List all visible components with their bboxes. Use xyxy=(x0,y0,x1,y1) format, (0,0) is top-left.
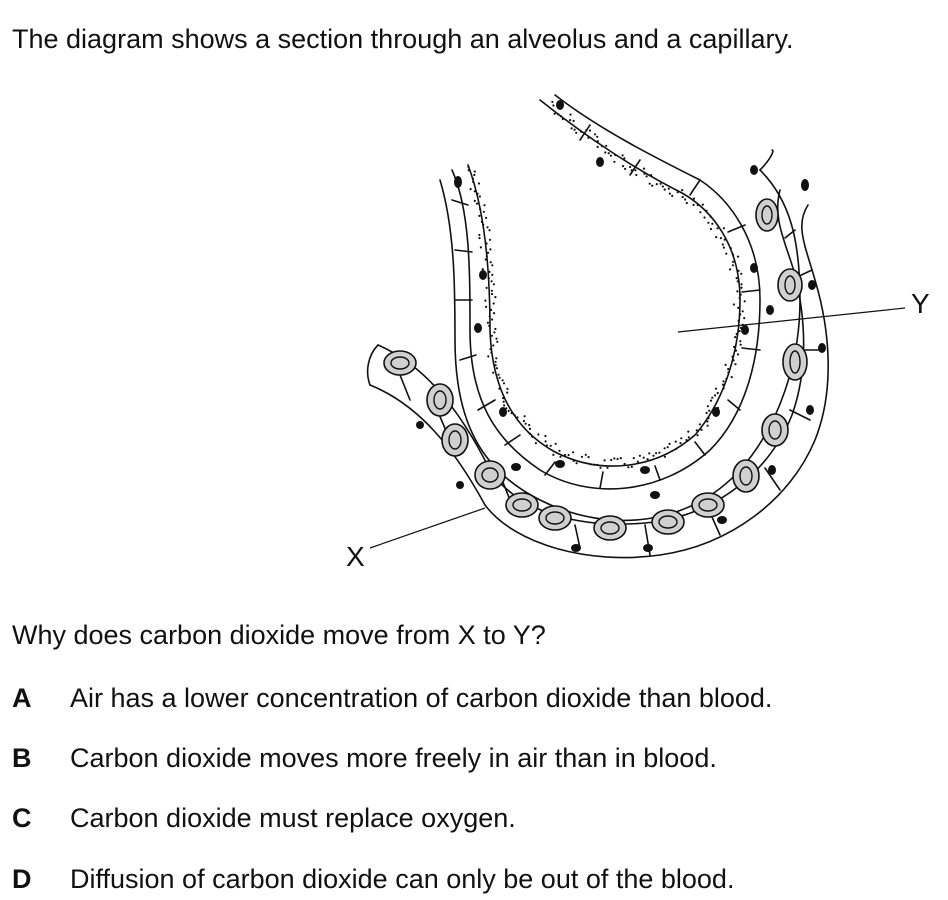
tissue-outer-2 xyxy=(759,149,774,171)
option-text: Carbon dioxide moves more freely in air … xyxy=(70,743,717,773)
option-letter: B xyxy=(12,743,32,773)
option-letter: C xyxy=(12,803,32,833)
option-letter: D xyxy=(12,864,32,894)
option-letter: A xyxy=(12,683,32,713)
capillary-end xyxy=(366,344,379,386)
option-text: Carbon dioxide must replace oxygen. xyxy=(70,803,516,833)
alveolus-capillary-diagram: X Y xyxy=(346,94,930,572)
label-y: Y xyxy=(911,288,930,319)
leader-line-y xyxy=(677,307,906,333)
alveolus-wall-outer xyxy=(451,94,761,490)
leader-line-x xyxy=(369,507,486,549)
option-text: Air has a lower concentration of carbon … xyxy=(70,683,773,713)
alveolus-wall-inner xyxy=(467,99,741,467)
option-text: Diffusion of carbon dioxide can only be … xyxy=(70,864,735,894)
moisture-layer-dots xyxy=(467,100,746,469)
capillary-wall-outer xyxy=(369,204,829,559)
intro-text: The diagram shows a section through an a… xyxy=(12,24,794,54)
question-text: Why does carbon dioxide move from X to Y… xyxy=(12,620,546,650)
label-x: X xyxy=(346,541,365,572)
